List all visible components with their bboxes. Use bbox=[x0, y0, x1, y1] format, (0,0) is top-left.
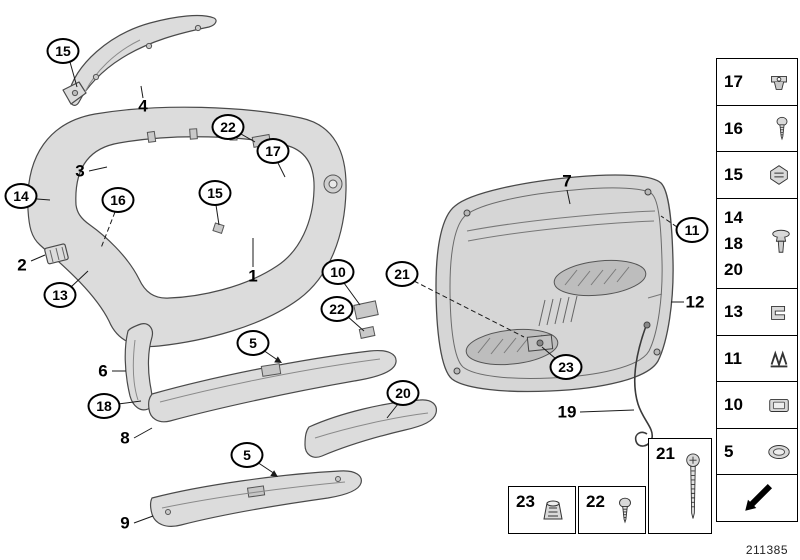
fastener-box-23[interactable]: 23 bbox=[508, 486, 576, 534]
callout-circle-16[interactable]: 16 bbox=[101, 187, 135, 213]
legend-number: 18 bbox=[724, 233, 743, 253]
fastener-box-22[interactable]: 22 bbox=[578, 486, 646, 534]
legend-item-14-18-20[interactable]: 14 18 20 bbox=[716, 197, 798, 290]
legend-item-17[interactable]: 17 bbox=[716, 58, 798, 106]
legend-item-5[interactable]: 5 bbox=[716, 427, 798, 476]
part-8-shape bbox=[148, 349, 397, 423]
document-number: 211385 bbox=[745, 543, 788, 557]
sheet-metal-clip-icon bbox=[766, 162, 792, 188]
callout-circle-15-b[interactable]: 15 bbox=[198, 180, 232, 206]
callout-circle-18[interactable]: 18 bbox=[87, 393, 121, 419]
part-9-shape bbox=[149, 470, 362, 527]
part-1-frame bbox=[27, 106, 347, 348]
fastener-number: 22 bbox=[586, 492, 605, 511]
legend-item-15[interactable]: 15 bbox=[716, 151, 798, 199]
callout-4[interactable]: 4 bbox=[138, 96, 148, 116]
callout-circle-10[interactable]: 10 bbox=[321, 259, 355, 285]
callout-circle-20[interactable]: 20 bbox=[386, 380, 420, 406]
part-4-shape bbox=[67, 14, 217, 106]
callout-circle-13[interactable]: 13 bbox=[43, 282, 77, 308]
legend-item-16[interactable]: 16 bbox=[716, 104, 798, 153]
part-20-band bbox=[304, 399, 437, 458]
legend-number: 20 bbox=[724, 259, 743, 279]
legend-number: 11 bbox=[724, 348, 742, 368]
callout-3[interactable]: 3 bbox=[75, 161, 85, 181]
fastener-box-21[interactable]: 21 bbox=[648, 438, 712, 534]
callout-circle-17[interactable]: 17 bbox=[256, 138, 290, 164]
callout-6[interactable]: 6 bbox=[98, 361, 108, 381]
trim-parts bbox=[27, 14, 673, 527]
legend-sidebar: 17 16 15 14 18 20 bbox=[716, 58, 798, 522]
callout-circle-14[interactable]: 14 bbox=[4, 183, 38, 209]
clip-icon bbox=[766, 69, 792, 95]
long-screw-icon bbox=[684, 453, 702, 523]
legend-number: 17 bbox=[724, 72, 743, 91]
leader-arrowheads bbox=[270, 356, 282, 477]
callout-9[interactable]: 9 bbox=[120, 513, 130, 533]
part-6-shape bbox=[124, 323, 154, 411]
legend-number-group: 14 18 20 bbox=[724, 208, 743, 280]
callout-8[interactable]: 8 bbox=[120, 428, 130, 448]
callout-circle-15-a[interactable]: 15 bbox=[46, 38, 80, 64]
nut-icon bbox=[539, 496, 567, 526]
callout-circle-5-a[interactable]: 5 bbox=[236, 330, 270, 356]
callout-circle-11[interactable]: 11 bbox=[675, 217, 709, 243]
callout-circle-22-a[interactable]: 22 bbox=[211, 114, 245, 140]
legend-number: 14 bbox=[724, 207, 743, 227]
legend-item-direction[interactable] bbox=[716, 474, 798, 522]
callout-circle-5-b[interactable]: 5 bbox=[230, 442, 264, 468]
legend-item-10[interactable]: 10 bbox=[716, 381, 798, 429]
expanding-rivet-icon bbox=[770, 227, 792, 261]
legend-number: 15 bbox=[724, 165, 743, 184]
legend-item-11[interactable]: 11 bbox=[716, 334, 798, 383]
legend-number: 10 bbox=[724, 395, 743, 414]
clamp-icon bbox=[766, 299, 792, 325]
legend-item-13[interactable]: 13 bbox=[716, 288, 798, 336]
part-7-panel bbox=[435, 174, 674, 393]
leader-lines bbox=[30, 61, 684, 524]
callout-19[interactable]: 19 bbox=[557, 402, 577, 422]
callout-circle-21[interactable]: 21 bbox=[385, 261, 419, 287]
legend-number: 13 bbox=[724, 302, 743, 321]
screw-icon bbox=[614, 495, 636, 527]
fastener-number: 23 bbox=[516, 492, 535, 511]
oval-cap-icon bbox=[766, 439, 792, 465]
callout-circle-23[interactable]: 23 bbox=[549, 354, 583, 380]
legend-number: 5 bbox=[724, 441, 734, 461]
fastener-number: 21 bbox=[656, 444, 675, 463]
spring-clip-icon bbox=[766, 346, 792, 372]
legend-number: 16 bbox=[724, 118, 743, 138]
callout-7[interactable]: 7 bbox=[562, 171, 572, 191]
part-details bbox=[49, 24, 663, 515]
callout-12[interactable]: 12 bbox=[685, 292, 705, 312]
cap-icon bbox=[766, 392, 792, 418]
callout-2[interactable]: 2 bbox=[17, 255, 27, 275]
screw-icon bbox=[772, 114, 792, 144]
callout-1[interactable]: 1 bbox=[248, 266, 258, 286]
callout-circle-22-b[interactable]: 22 bbox=[320, 296, 354, 322]
direction-arrow-icon bbox=[741, 481, 775, 515]
